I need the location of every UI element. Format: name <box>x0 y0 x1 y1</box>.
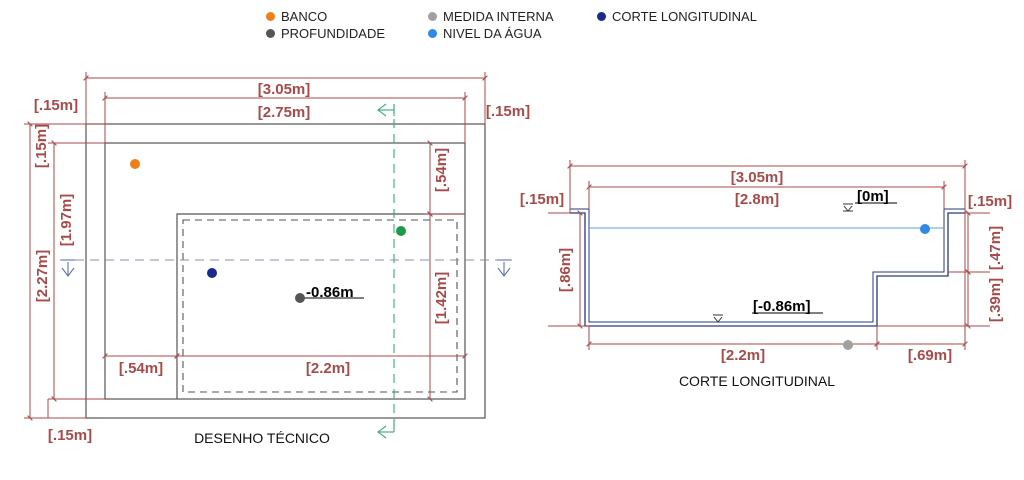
plan-dim-bench-width: [.54m] <box>119 360 163 377</box>
plan-dim-deep-width: [2.2m] <box>306 360 350 377</box>
plan-caption: DESENHO TÉCNICO <box>194 430 330 446</box>
corte-longitudinal-marker[interactable] <box>207 268 217 278</box>
section-dimension-lines <box>548 160 990 350</box>
section-level-top: [0m] <box>857 188 889 205</box>
level-bottom-icon <box>713 314 723 323</box>
legend-profundidade-label: PROFUNDIDADE <box>281 26 386 41</box>
plan-dim-total-width: [3.05m] <box>258 81 311 98</box>
section-level-bottom: [-0.86m] <box>753 298 811 315</box>
plan-outer-edge <box>85 123 486 419</box>
plan-dim-inner-height: [1.97m] <box>58 194 75 247</box>
plan-dim-bottom-border: [.15m] <box>48 427 92 444</box>
legend-banco-label: BANCO <box>281 9 328 24</box>
corte-longitudinal-marker-icon <box>597 12 606 21</box>
cut-arrow-bottom-icon <box>377 420 395 439</box>
banco-marker[interactable] <box>130 159 140 169</box>
legend-medida-interna-label: MEDIDA INTERNA <box>443 9 554 24</box>
plan-dim-left-border: [.15m] <box>34 97 78 114</box>
legend-medida-interna: MEDIDA INTERNA <box>428 9 554 24</box>
plan-dim-deep-height: [1.42m] <box>433 272 450 325</box>
section-dim-inner-width: [2.8m] <box>735 191 779 208</box>
plan-dim-right-border: [.15m] <box>486 103 530 120</box>
level-top-icon <box>843 203 853 212</box>
profundidade-marker[interactable] <box>295 293 305 303</box>
legend-corte-longitudinal-label: CORTE LONGITUDINAL <box>612 9 757 24</box>
legend-nivel-agua: NIVEL DA ÁGUA <box>428 26 542 41</box>
section-caption: CORTE LONGITUDINAL <box>679 373 835 389</box>
nivel-agua-marker-icon <box>428 29 437 38</box>
profundidade-marker-icon <box>266 29 275 38</box>
plan-deep-area-dashed <box>182 219 458 393</box>
legend-banco: BANCO <box>266 9 327 24</box>
cut-arrow-right-icon <box>497 259 511 277</box>
legend-corte-longitudinal: CORTE LONGITUDINAL <box>597 9 757 24</box>
plan-dim-total-height: [2.27m] <box>34 250 51 303</box>
plan-deep-area <box>176 213 465 399</box>
section-view: [3.05m] [2.8m] [.15m] [.15m] [0m] [-0.86… <box>520 160 1012 389</box>
cut-reference-marker[interactable] <box>396 226 406 236</box>
section-dim-right-border: [.15m] <box>968 193 1012 210</box>
plan-dimension-lines <box>24 72 488 421</box>
plan-dim-top-border: [.15m] <box>33 124 50 168</box>
cut-arrow-left-icon <box>61 259 75 277</box>
plan-inner-edge <box>104 142 466 400</box>
section-dim-bench-height: [.39m] <box>987 278 1004 322</box>
legend-profundidade: PROFUNDIDADE <box>266 26 385 41</box>
section-outline-outer <box>570 212 965 327</box>
cut-arrow-top-icon <box>377 103 395 117</box>
section-dim-total-width: [3.05m] <box>731 169 784 186</box>
medida-interna-marker-icon <box>428 12 437 21</box>
legend-nivel-agua-label: NIVEL DA ÁGUA <box>443 26 542 41</box>
plan-view: [3.05m] [2.75m] [.15m] [.15m] [.15m] [1.… <box>24 72 530 446</box>
medida-interna-marker[interactable] <box>843 340 853 350</box>
plan-dim-bench-depth: [.54m] <box>433 148 450 192</box>
section-dim-bench-level: [.47m] <box>987 226 1004 270</box>
nivel-agua-marker[interactable] <box>920 224 930 234</box>
section-dim-bench-width: [.69m] <box>908 347 952 364</box>
plan-depth-label: -0.86m <box>306 284 354 301</box>
plan-dim-inner-width: [2.75m] <box>258 104 311 121</box>
section-dim-left-border: [.15m] <box>520 191 564 208</box>
section-dim-deep-width: [2.2m] <box>721 347 765 364</box>
banco-marker-icon <box>266 12 275 21</box>
section-dim-depth: [.86m] <box>557 248 574 292</box>
